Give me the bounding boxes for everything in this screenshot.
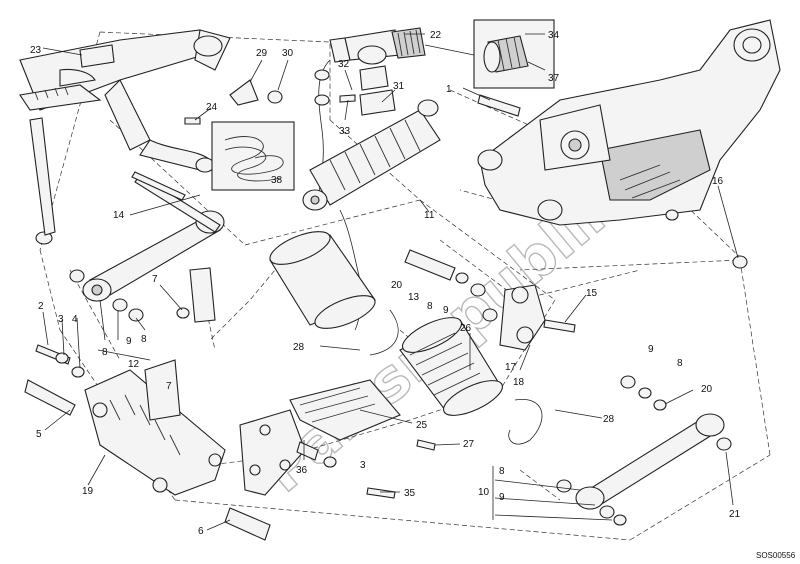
callout-35: 35	[404, 488, 416, 499]
callout-31: 31	[393, 81, 405, 92]
callout-23: 23	[30, 45, 42, 56]
frame-section	[19, 29, 231, 245]
callout-8d: 8	[677, 358, 683, 369]
callout-12: 12	[128, 359, 140, 370]
callout-17: 17	[505, 362, 517, 373]
callout-3a: 3	[58, 314, 64, 325]
hardware	[35, 44, 748, 526]
callout-28b: 28	[603, 414, 615, 425]
callout-27: 27	[463, 439, 475, 450]
callout-38: 38	[271, 175, 283, 186]
callout-32: 32	[338, 59, 350, 70]
callout-15: 15	[586, 288, 598, 299]
callout-1: 1	[446, 84, 452, 95]
bolt-1	[477, 94, 521, 117]
callout-28a: 28	[293, 342, 305, 353]
callout-14: 14	[113, 210, 125, 221]
shock-covers	[269, 231, 543, 445]
drawing-code: SOS00556	[756, 551, 796, 560]
callout-9c: 9	[648, 344, 654, 355]
callout-4: 4	[72, 314, 78, 325]
callout-9b: 9	[443, 305, 449, 316]
callout-33: 33	[339, 126, 351, 137]
callout-24: 24	[206, 102, 218, 113]
callout-21: 21	[729, 509, 741, 520]
spring-inset	[211, 121, 295, 191]
callout-30: 30	[282, 48, 294, 59]
swingarm	[477, 19, 781, 226]
callout-7a: 7	[152, 274, 158, 285]
callout-13: 13	[408, 292, 420, 303]
callout-9a: 9	[126, 336, 132, 347]
callout-19: 19	[82, 486, 94, 497]
callout-18: 18	[513, 377, 525, 388]
callout-10: 10	[478, 487, 490, 498]
callout-8a: 8	[102, 347, 108, 358]
callout-labels: 1 2 3 3 4 5 6 7 7 8 8 8 8 8 9 9 9 9 10 1…	[30, 30, 741, 537]
callout-36: 36	[296, 465, 308, 476]
callout-3b: 3	[360, 460, 366, 471]
callout-2: 2	[38, 301, 44, 312]
callout-26: 26	[460, 323, 472, 334]
callout-25: 25	[416, 420, 428, 431]
callout-34: 34	[548, 30, 560, 41]
callout-7b: 7	[166, 381, 172, 392]
callout-8c: 8	[427, 301, 433, 312]
callout-20b: 20	[701, 384, 713, 395]
callout-8e: 8	[499, 466, 505, 477]
callout-37: 37	[548, 73, 560, 84]
callout-8b: 8	[141, 334, 147, 345]
lower-bracket	[24, 267, 306, 541]
adjuster-inset	[424, 19, 555, 89]
callout-22: 22	[430, 30, 442, 41]
callout-11: 11	[424, 210, 435, 221]
callout-9d: 9	[499, 492, 505, 503]
callout-16: 16	[712, 176, 724, 187]
callout-5: 5	[36, 429, 42, 440]
callout-29: 29	[256, 48, 268, 59]
shock-absorber	[302, 27, 441, 331]
callout-leaders	[42, 33, 739, 531]
linkage	[82, 174, 725, 510]
callout-6: 6	[198, 526, 204, 537]
callout-20a: 20	[391, 280, 403, 291]
